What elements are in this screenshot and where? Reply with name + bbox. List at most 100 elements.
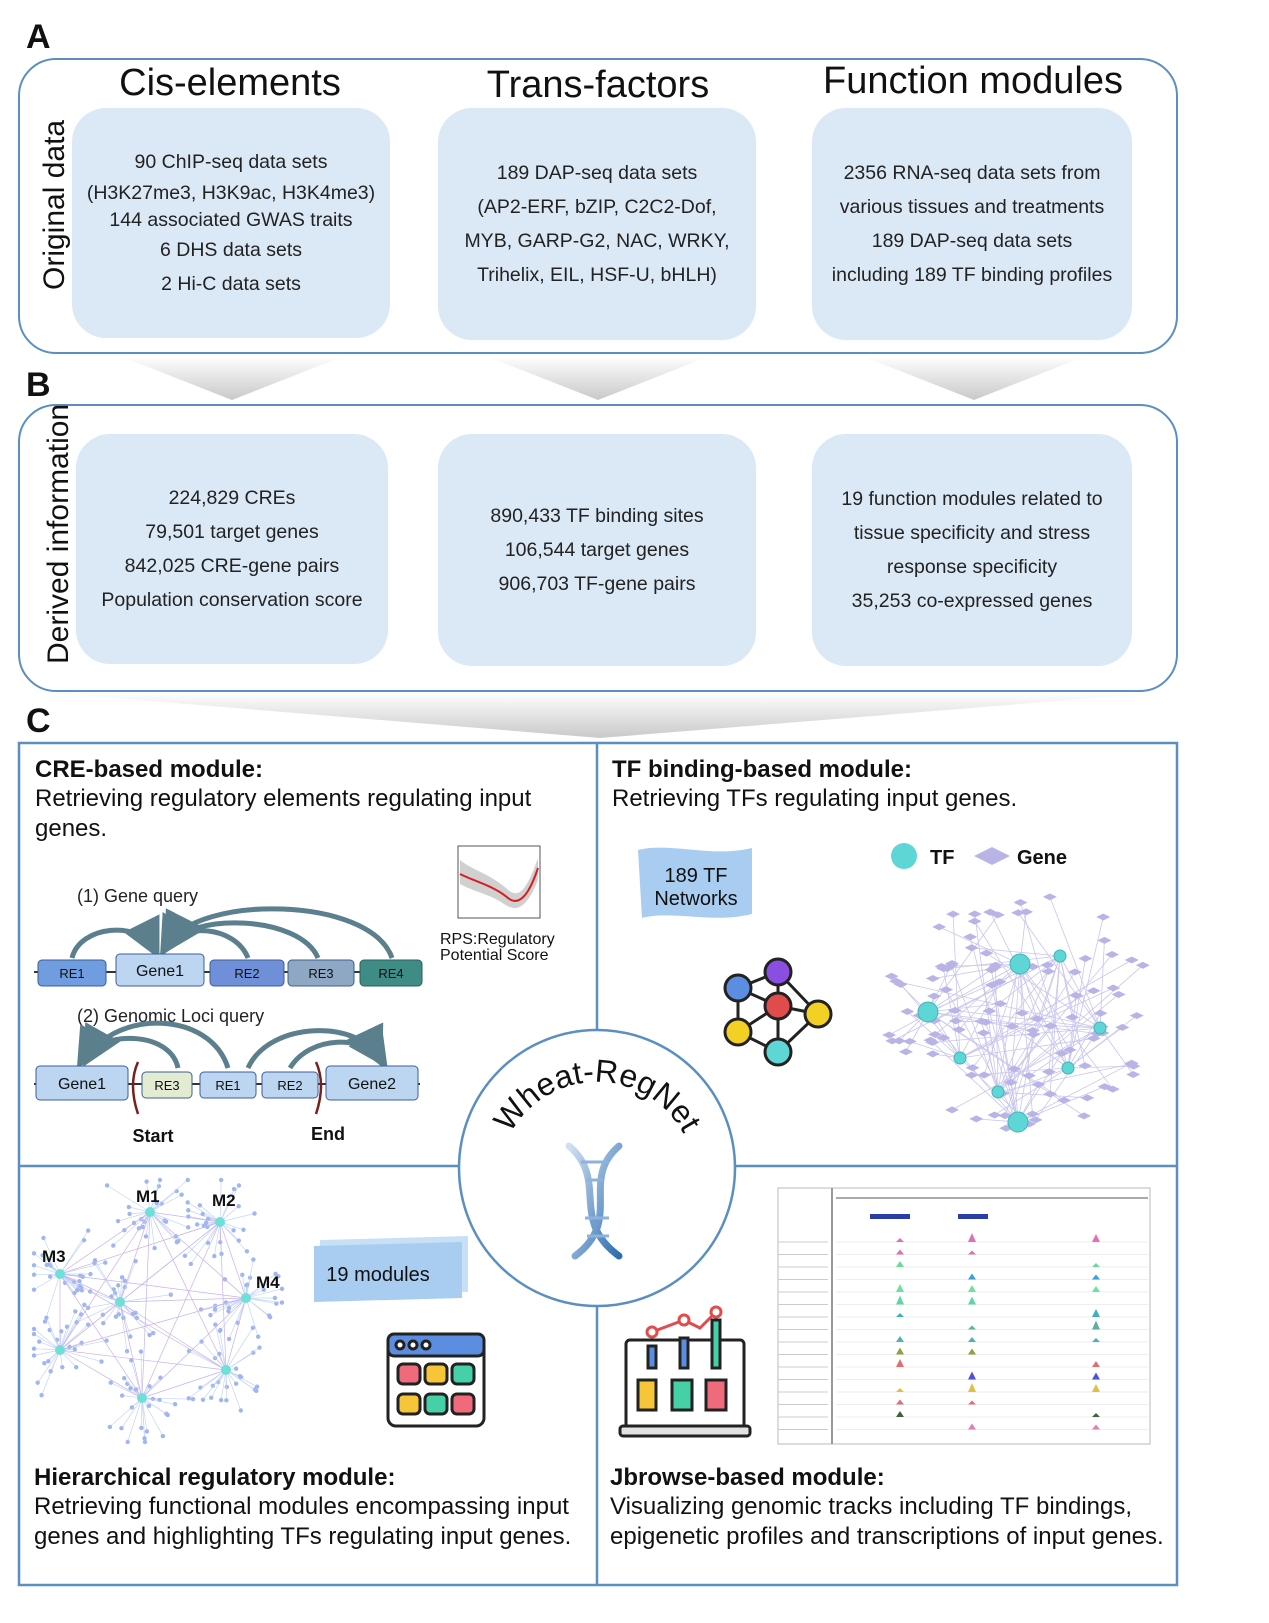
module-link (141, 1211, 151, 1399)
module-gene-node (203, 1220, 209, 1225)
network-edge (969, 936, 1019, 1123)
module-edge (220, 1369, 227, 1401)
track-peak (896, 1313, 904, 1317)
module-edge (214, 1324, 227, 1371)
module-link (119, 1301, 227, 1371)
track-peak (968, 1400, 976, 1405)
tf-node (1061, 1061, 1075, 1075)
track-peak (1092, 1338, 1100, 1342)
network-edge (888, 963, 1021, 1036)
network-edge (1019, 963, 1033, 1115)
rps-mini-plot: RPS:Regulatory Potential Score (440, 845, 555, 964)
module-gene-node (274, 1301, 279, 1306)
card-line: 2 Hi-C data sets (161, 273, 301, 295)
module-edge (190, 1221, 221, 1265)
gene-node (1067, 968, 1082, 976)
module-gene-node (188, 1261, 194, 1267)
module-edge (184, 1221, 221, 1257)
re3-box (287, 959, 355, 987)
loci-re2-box (261, 1071, 319, 1099)
tf-gene-network (882, 893, 1150, 1133)
network-edge (1059, 955, 1073, 1018)
module-edge (188, 1209, 221, 1223)
track-peak (896, 1284, 904, 1292)
module-edge (220, 1297, 247, 1331)
module-edge (59, 1230, 89, 1275)
module-gene-node (218, 1177, 224, 1183)
module-link (119, 1301, 143, 1399)
gene-node (1124, 956, 1139, 964)
module-edge (119, 1294, 171, 1303)
module-gene-node (124, 1348, 130, 1354)
module-edge (140, 1351, 143, 1399)
loci-re1-box (199, 1071, 257, 1099)
module-gene-node (46, 1359, 51, 1364)
module-gene-node (257, 1345, 262, 1350)
module-gene-node (31, 1287, 37, 1292)
module-edge (225, 1327, 254, 1371)
panel-c-frame (17, 741, 1179, 1587)
tf-flag-line1: 189 TF (665, 865, 728, 887)
module-gene-node (172, 1401, 178, 1407)
gene-node (1111, 991, 1126, 999)
module-edge (245, 1297, 259, 1337)
module-gene-node (31, 1331, 37, 1337)
hierarchical-module-desc-line2: genes and highlighting TFs regulating in… (34, 1523, 572, 1550)
track-peak (1092, 1286, 1100, 1292)
network-edge (909, 1041, 961, 1059)
module-gene-node (238, 1408, 244, 1413)
module-hub (241, 1293, 251, 1303)
module-gene-node (185, 1177, 190, 1183)
gene-node (1097, 936, 1112, 944)
gene-node (993, 1000, 1008, 1008)
network-edge (1011, 1026, 1069, 1069)
module-gene-node (44, 1262, 49, 1268)
gene-node (984, 966, 999, 974)
track-peak (1092, 1309, 1100, 1317)
module-gene-node (146, 1403, 152, 1409)
network-edge (1020, 902, 1069, 1069)
module-edge (146, 1181, 151, 1213)
gene-node (947, 1007, 962, 1015)
rps-label-line2: Potential Score (440, 947, 549, 964)
module-link (59, 1273, 121, 1303)
module-gene-node (113, 1314, 119, 1319)
track-peak (896, 1238, 904, 1242)
module-edge (33, 1273, 61, 1291)
module-gene-node (128, 1334, 133, 1339)
module-gene-node (186, 1396, 191, 1401)
re2-box (209, 959, 285, 987)
network-edge (995, 965, 999, 1093)
module-gene-node (115, 1218, 121, 1224)
module-link (59, 1349, 143, 1399)
gene-node (944, 961, 959, 969)
start-label: Start (132, 1126, 173, 1146)
module-gene-node (138, 1349, 144, 1354)
module-gene-node (78, 1312, 84, 1317)
network-edge (947, 955, 1061, 969)
re1-box (37, 959, 107, 987)
module-gene-node (144, 1429, 150, 1434)
network-edge (1059, 955, 1086, 1066)
derived-information-label: Derived information (42, 403, 75, 664)
module-gene-node (100, 1312, 106, 1317)
track-peak (896, 1388, 904, 1392)
network-edge (1099, 1027, 1134, 1075)
module-gene-node (252, 1211, 257, 1216)
module-edge (106, 1185, 151, 1213)
tf-node (1093, 1021, 1107, 1035)
network-edge (1067, 1065, 1134, 1069)
loci-re3-box (141, 1071, 193, 1099)
arrow-b-to-c (40, 692, 1170, 738)
module-hub (115, 1297, 125, 1307)
module-gene-node (60, 1365, 65, 1370)
tf-node (1009, 953, 1031, 975)
gene-node (925, 1050, 940, 1058)
module-gene-node (199, 1339, 204, 1344)
module-gene-node (144, 1179, 149, 1184)
network-edge (927, 1003, 1001, 1013)
network-edge (959, 987, 1114, 1059)
gene-node (898, 1048, 913, 1056)
module-gene-node (129, 1405, 135, 1410)
network-edge (892, 955, 1061, 1042)
